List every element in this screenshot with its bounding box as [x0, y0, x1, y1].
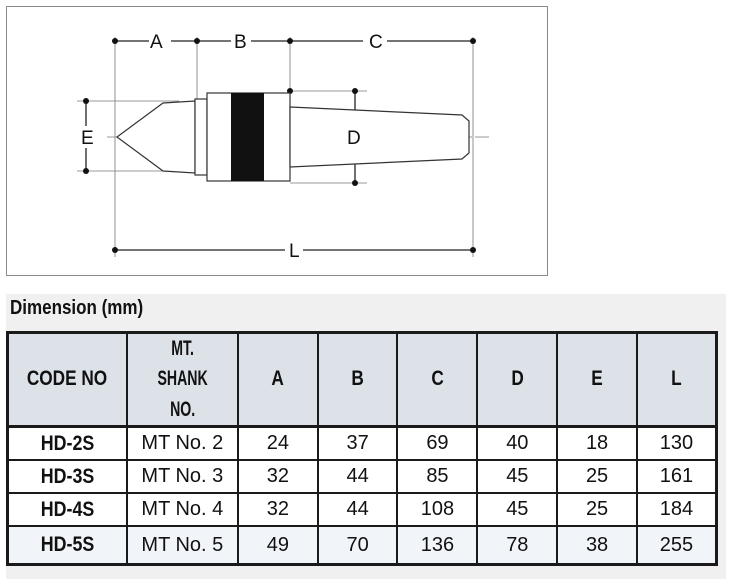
cell-l: 130	[635, 425, 718, 462]
label-a: A	[150, 32, 163, 53]
header-c: C	[396, 331, 479, 429]
cell-shank: MT No. 3	[125, 459, 239, 495]
cell-code: HD-5S	[6, 525, 128, 566]
section-title: Dimension (mm)	[10, 297, 144, 319]
label-d: D	[347, 128, 361, 149]
table-row: HD-3S MT No. 3 32 44 85 45 25 161	[6, 459, 718, 495]
header-d: D	[476, 331, 559, 429]
cell-code: HD-2S	[6, 425, 128, 462]
cell-c: 136	[396, 525, 479, 566]
cell-e: 18	[556, 425, 638, 462]
center-body	[115, 92, 470, 182]
header-l: L	[635, 331, 718, 429]
cell-d: 45	[476, 459, 559, 495]
table-row: HD-4S MT No. 4 32 44 108 45 25 184	[6, 492, 718, 528]
cell-d: 40	[476, 425, 559, 462]
label-c: C	[369, 32, 383, 53]
cell-d: 45	[476, 492, 559, 528]
cell-l: 184	[635, 492, 718, 528]
header-e: E	[556, 331, 638, 429]
label-b: B	[234, 32, 247, 53]
cell-b: 44	[316, 459, 399, 495]
cell-shank: MT No. 2	[125, 425, 239, 462]
header-a: A	[236, 331, 319, 429]
dimension-ticks	[83, 38, 476, 253]
table-row: HD-5S MT No. 5 49 70 136 78 38 255	[6, 525, 718, 566]
cell-a: 24	[236, 425, 319, 462]
cell-shank: MT No. 5	[125, 525, 239, 566]
header-b: B	[316, 331, 399, 429]
cell-shank: MT No. 4	[125, 492, 239, 528]
cell-b: 37	[316, 425, 399, 462]
table-row: HD-2S MT No. 2 24 37 69 40 18 130	[6, 425, 718, 462]
cell-code: HD-4S	[6, 492, 128, 528]
cell-d: 78	[476, 525, 559, 566]
header-code-no: CODE NO	[6, 331, 128, 429]
cell-a: 49	[236, 525, 319, 566]
cell-a: 32	[236, 459, 319, 495]
cell-c: 69	[396, 425, 479, 462]
center-dimension-diagram: A B C E D L	[77, 32, 492, 262]
cell-e: 25	[556, 459, 638, 495]
label-e: E	[81, 128, 94, 149]
cell-code: HD-3S	[6, 459, 128, 495]
cell-a: 32	[236, 492, 319, 528]
cell-l: 161	[635, 459, 718, 495]
technical-drawing: A B C E D L	[6, 6, 548, 276]
center-band	[231, 93, 264, 181]
cell-b: 44	[316, 492, 399, 528]
cell-c: 108	[396, 492, 479, 528]
label-l: L	[289, 241, 300, 262]
cell-e: 38	[556, 525, 638, 566]
cell-b: 70	[316, 525, 399, 566]
cell-l: 255	[635, 525, 718, 566]
cell-e: 25	[556, 492, 638, 528]
cell-c: 85	[396, 459, 479, 495]
